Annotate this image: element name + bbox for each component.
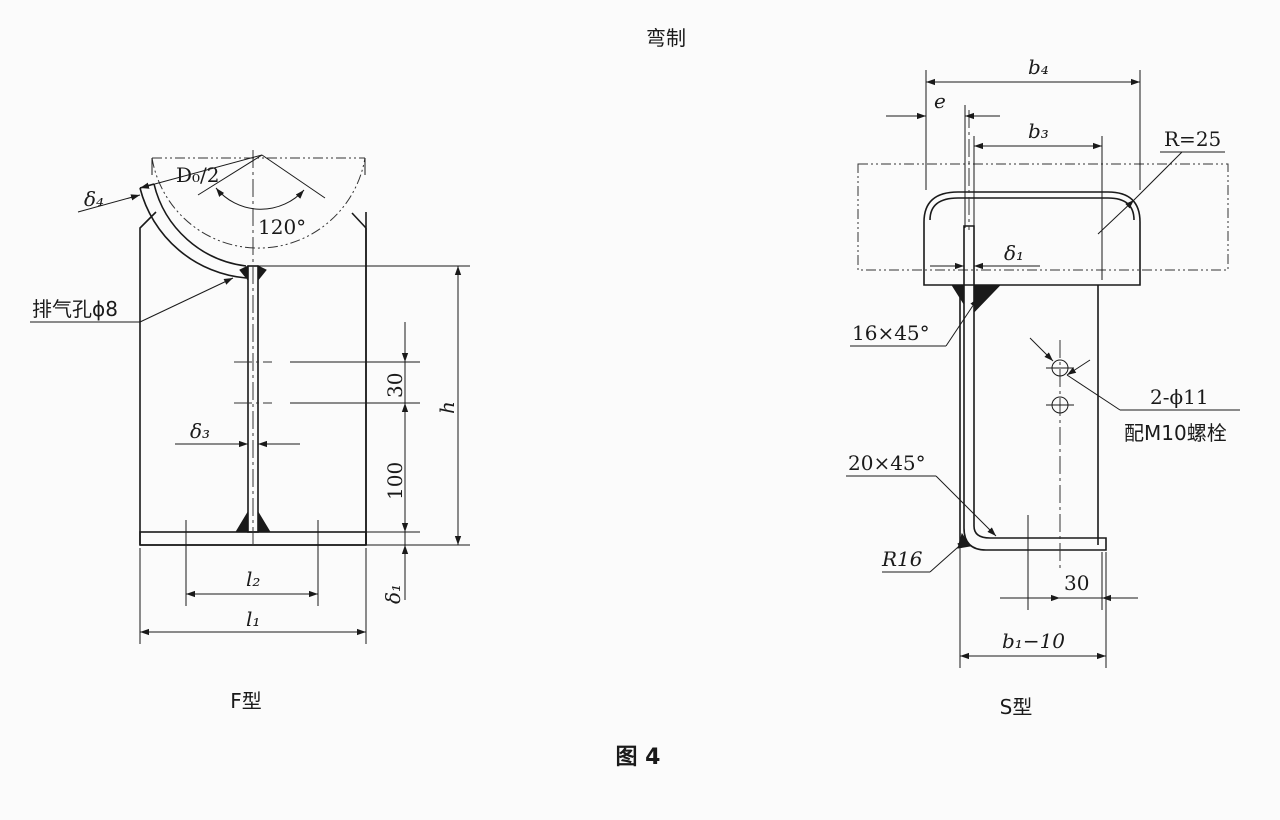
bolt-label: 配M10螺栓 [1124, 421, 1227, 445]
pipe-radius-label: D₀/2 [176, 163, 220, 187]
dim-30-label: 30 [383, 373, 407, 398]
b1-minus-10-label: b₁−10 [1002, 629, 1065, 653]
figure-caption: 图 4 [616, 745, 661, 770]
dim-100-label: 100 [383, 462, 407, 500]
b4-label: b₄ [1028, 55, 1049, 79]
s-lower-plate [959, 285, 1099, 545]
l1-label: l₁ [246, 607, 260, 631]
e-label: e [934, 89, 946, 113]
f-weld-bottom-right [257, 510, 271, 533]
dim-30-right-label: 30 [1064, 571, 1089, 595]
pipe-outline [151, 157, 366, 249]
r25-label: R=25 [1164, 127, 1221, 151]
holes-label: 2-ϕ11 [1150, 385, 1209, 409]
bend-title: 弯制 [646, 26, 686, 50]
angle-label: 120° [258, 215, 306, 239]
delta3-label: δ₃ [190, 419, 210, 443]
l2-label: l₂ [246, 567, 260, 591]
chamfer-20-label: 20×45° [848, 451, 926, 475]
f-weld-top [239, 265, 249, 282]
r16-label: R16 [881, 547, 923, 571]
pipe-phantom [857, 163, 1229, 271]
chamfer-16-label: 16×45° [852, 321, 930, 345]
delta1-left-label: δ₁ [381, 584, 405, 604]
f-weld-bottom-left [235, 510, 249, 533]
s-type-view: b₄ e b₃ R=25 δ₁ 16×45° 2-ϕ11 配M10螺栓 [846, 55, 1240, 719]
f-type-view: D₀/2 δ₄ 120° 排气孔ϕ8 30 100 δ₁ [30, 150, 470, 713]
saddle-curve [139, 187, 247, 279]
s-weld-top [951, 284, 965, 306]
delta1-right-label: δ₁ [1004, 241, 1024, 265]
b3-label: b₃ [1028, 119, 1049, 143]
vent-hole-label: 排气孔ϕ8 [32, 297, 118, 321]
s-bent-rib [963, 225, 1107, 551]
h-label: h [435, 401, 459, 414]
s-saddle [923, 191, 1141, 286]
f-type-caption: F型 [230, 689, 262, 713]
s-type-caption: S型 [1000, 695, 1033, 719]
delta4-label: δ₄ [84, 187, 104, 211]
